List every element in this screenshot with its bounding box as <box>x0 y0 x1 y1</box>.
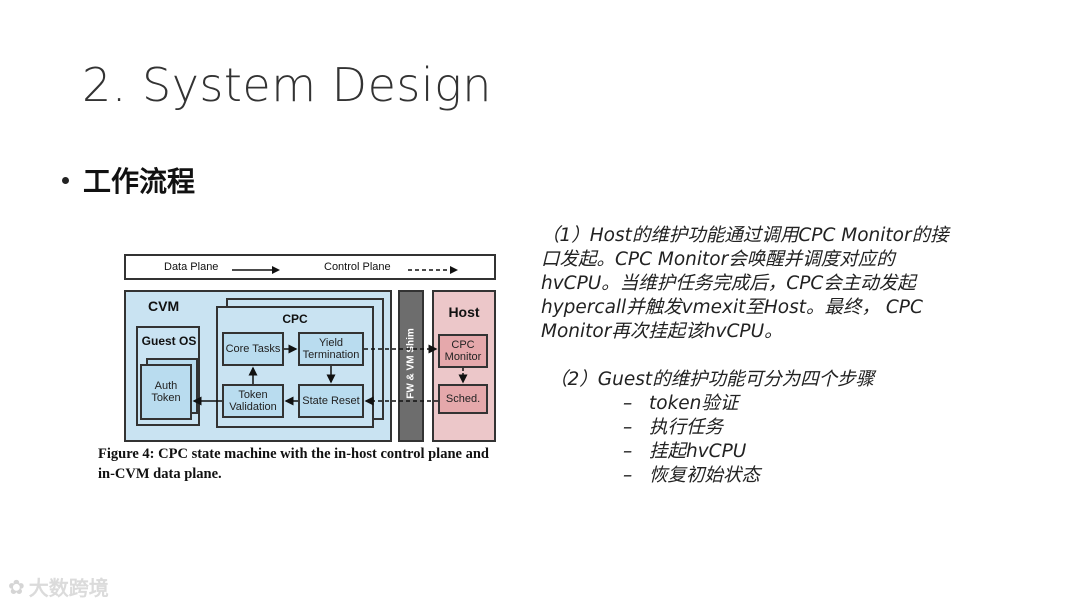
architecture-figure: Data Plane Control Plane CVM Guest OS Au… <box>98 252 528 492</box>
paragraph-guest-maintenance: （2）Guest的维护功能可分为四个步骤 –token验证 –执行任务 –挂起h… <box>541 368 1021 488</box>
list-item: –挂起hvCPU <box>623 440 1021 464</box>
fw-vm-shim: FW & VM Shim <box>398 290 424 442</box>
paragraph-host-maintenance: （1）Host的维护功能通过调用CPC Monitor的接 口发起。CPC Mo… <box>541 224 1021 344</box>
para1-line: （1）Host的维护功能通过调用CPC Monitor的接 <box>541 225 949 246</box>
figure-caption: Figure 4: CPC state machine with the in-… <box>98 444 528 484</box>
workflow-description: （1）Host的维护功能通过调用CPC Monitor的接 口发起。CPC Mo… <box>541 224 1021 488</box>
bullet-dot <box>62 176 69 184</box>
legend-bar: Data Plane Control Plane <box>124 254 496 280</box>
step-text: 恢复初始状态 <box>649 465 761 486</box>
bullet-heading: 工作流程 <box>62 160 195 200</box>
para1-line: hypercall并触发vmexit至Host。最终， CPC <box>541 297 923 318</box>
watermark-text: 大数跨境 <box>28 576 109 600</box>
para1-line: Monitor再次挂起该hvCPU。 <box>541 321 783 342</box>
legend-data-plane: Data Plane <box>164 261 219 273</box>
auth-token-node: Auth Token <box>140 364 192 420</box>
step-text: token验证 <box>649 393 739 414</box>
token-validation-node: Token Validation <box>222 384 284 418</box>
para1-line: 口发起。CPC Monitor会唤醒并调度对应的 <box>541 249 895 270</box>
state-reset-node: State Reset <box>298 384 364 418</box>
dash: – <box>623 417 633 438</box>
figure-arrows <box>192 344 468 406</box>
dash: – <box>623 393 633 414</box>
list-item: –恢复初始状态 <box>623 464 1021 488</box>
legend-control-plane: Control Plane <box>324 261 391 273</box>
caption-line-2: in-CVM data plane. <box>98 466 222 482</box>
para1-line: hvCPU。当维护任务完成后，CPC会主动发起 <box>541 273 916 294</box>
bullet-heading-text: 工作流程 <box>83 165 196 198</box>
dashed-arrow-icon <box>408 266 458 274</box>
dash: – <box>623 441 633 462</box>
watermark: ✿ 大数跨境 <box>8 572 109 601</box>
yield-termination-node: Yield Termination <box>298 332 364 366</box>
solid-arrow-icon <box>232 266 280 274</box>
cpc-label: CPC <box>282 312 308 326</box>
cpc-monitor-node: CPC Monitor <box>438 334 488 368</box>
slide-title: 2. System Design <box>82 58 492 112</box>
dash: – <box>623 465 633 486</box>
caption-line-1: Figure 4: CPC state machine with the in-… <box>98 446 489 462</box>
core-tasks-node: Core Tasks <box>222 332 284 366</box>
sched-node: Sched. <box>438 384 488 414</box>
host-label: Host <box>448 304 480 320</box>
list-item: –token验证 <box>623 392 1021 416</box>
step-text: 挂起hvCPU <box>649 441 747 462</box>
para2-intro: （2）Guest的维护功能可分为四个步骤 <box>549 369 875 390</box>
watermark-logo-icon: ✿ <box>8 574 25 599</box>
step-text: 执行任务 <box>649 417 724 438</box>
cvm-label: CVM <box>148 298 180 314</box>
guest-os-label: Guest OS <box>141 334 197 348</box>
list-item: –执行任务 <box>623 416 1021 440</box>
steps-list: –token验证 –执行任务 –挂起hvCPU –恢复初始状态 <box>541 392 1021 488</box>
